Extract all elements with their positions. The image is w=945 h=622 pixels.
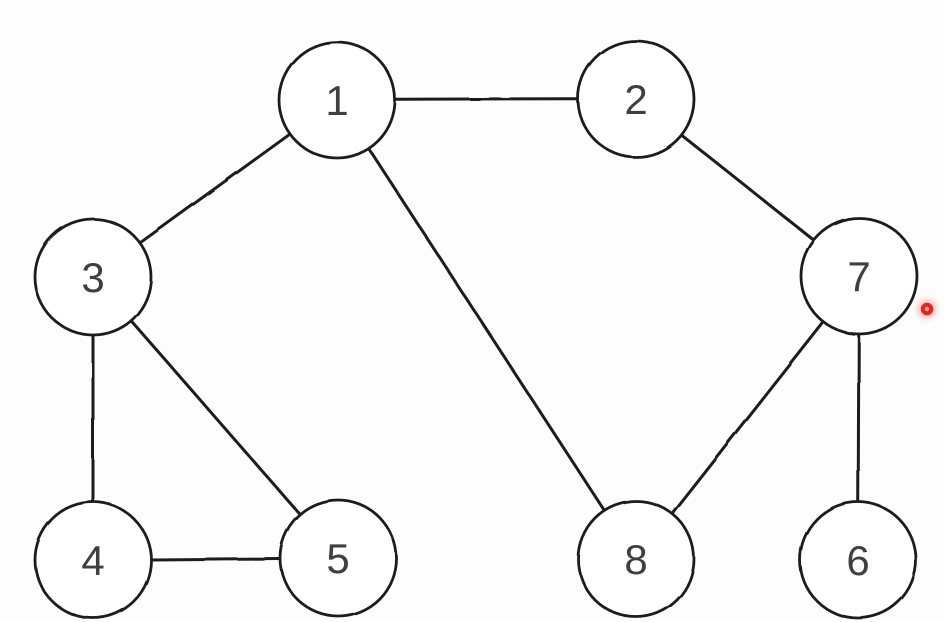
graph-node-label-4: 4 (81, 537, 104, 584)
graph-node-label-2: 2 (624, 76, 647, 123)
graph-edge-1-3 (138, 132, 292, 245)
edges-layer (91, 97, 861, 562)
nodes-layer (33, 39, 919, 620)
graph-node-1 (277, 40, 397, 160)
graph-edge-2-7 (679, 133, 816, 242)
labels-layer: 1 2 3 4 5 6 7 8 (81, 76, 870, 584)
graph-edge-4-5 (149, 556, 282, 562)
graph-node-3 (33, 217, 153, 337)
pointer-layer (918, 300, 936, 318)
graph-node-5 (278, 498, 398, 618)
graph-edge-1-2 (393, 97, 580, 102)
graph-edge-7-6 (856, 332, 861, 504)
graph-node-8 (576, 499, 696, 619)
graph-node-label-6: 6 (846, 537, 869, 584)
graph-node-label-5: 5 (326, 535, 349, 582)
graph-node-label-1: 1 (325, 77, 348, 124)
graph-node-label-8: 8 (624, 536, 647, 583)
graph-edge-3-5 (129, 319, 302, 516)
laser-pointer-glow (918, 300, 936, 318)
graph-node-label-7: 7 (847, 253, 870, 300)
graph-edge-1-8 (367, 147, 606, 512)
graph-node-label-3: 3 (81, 254, 104, 301)
graph-node-7 (799, 216, 919, 336)
graph-node-4 (33, 500, 153, 620)
laser-pointer-dot (920, 302, 934, 316)
graph-node-2 (576, 39, 696, 159)
sketch-layer (33, 39, 919, 620)
graph-edge-7-8 (670, 320, 825, 515)
graph-node-6 (798, 500, 918, 620)
